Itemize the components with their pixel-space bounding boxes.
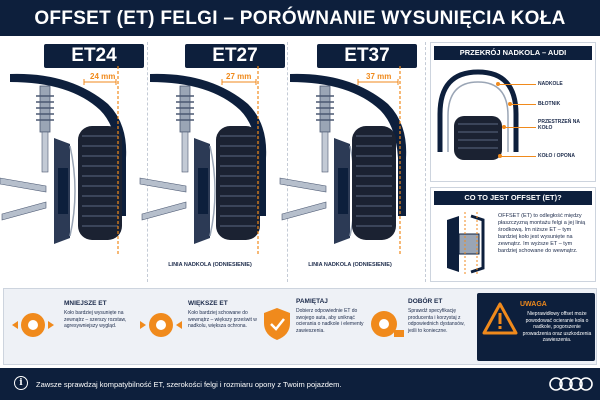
reference-line-caption: LINIA NADKOLA (ODNIESIENIE) <box>308 262 392 268</box>
offset-value: 24 mm <box>90 72 116 81</box>
wheel-in-icon <box>140 313 182 337</box>
card-larger-et-text: Koło bardziej schowane do wewnątrz – wię… <box>188 310 257 329</box>
header-bar <box>0 0 600 36</box>
offset-value: 37 mm <box>366 72 392 81</box>
card-et-selection-text: Sprawdź specyfikację producenta i korzys… <box>408 308 465 334</box>
card-remember-title: PAMIĘTAJ <box>296 298 328 305</box>
warning-text: Nieprawidłowy offset może powodować ocie… <box>522 311 592 343</box>
page-title: OFFSET (ET) FELGI – PORÓWNANIE WYSUNIĘCI… <box>34 8 566 29</box>
wheel-out-icon <box>12 313 54 337</box>
offset-info-text: OFFSET (ET) to odległość między płaszczy… <box>498 213 586 254</box>
card-et-selection-title: DOBÓR ET <box>408 298 443 305</box>
wheel-arch-diagram <box>437 69 519 160</box>
divider <box>425 42 426 282</box>
audi-rings-logo <box>549 377 593 391</box>
warning-title: UWAGA <box>520 301 547 308</box>
offset-value: 27 mm <box>226 72 252 81</box>
tape-measure-icon <box>371 311 404 337</box>
callout-kolo: KOŁO / OPONA <box>538 153 575 159</box>
card-larger-et-title: WIĘKSZE ET <box>188 300 228 307</box>
wheel-diagrams <box>0 66 407 256</box>
cross-section-panel <box>430 42 596 182</box>
offset-info-title: CO TO JEST OFFSET (ET)? <box>434 191 592 205</box>
callout-przestrzen: PRZESTRZEŃ NA KOŁO <box>538 119 580 131</box>
et27-label: ET27 <box>185 44 285 68</box>
divider <box>147 42 148 282</box>
footer-text: Zawsze sprawdzaj kompatybilność ET, szer… <box>36 380 342 389</box>
callout-blotnik: BŁOTNIK <box>538 101 561 107</box>
footer-bar <box>0 368 600 400</box>
cross-section-title: PRZEKRÓJ NADKOLA – AUDI <box>434 46 592 60</box>
card-smaller-et-text: Koło bardziej wysunięte na zewnątrz – sz… <box>64 310 127 329</box>
divider <box>287 42 288 282</box>
info-icon: i <box>14 376 28 390</box>
warning-icon <box>482 302 518 335</box>
callout-nadkole: NADKOLE <box>538 81 563 87</box>
et37-label: ET37 <box>317 44 417 68</box>
warning-box <box>477 293 595 361</box>
shield-check-icon <box>264 308 290 340</box>
card-smaller-et-title: MNIEJSZE ET <box>64 300 107 307</box>
reference-line-caption: LINIA NADKOLA (ODNIESIENIE) <box>168 262 252 268</box>
card-remember-text: Dobierz odpowiednie ET do swojego auta, … <box>296 308 364 334</box>
et24-label: ET24 <box>44 44 144 68</box>
rim-offset-icon <box>447 212 485 276</box>
